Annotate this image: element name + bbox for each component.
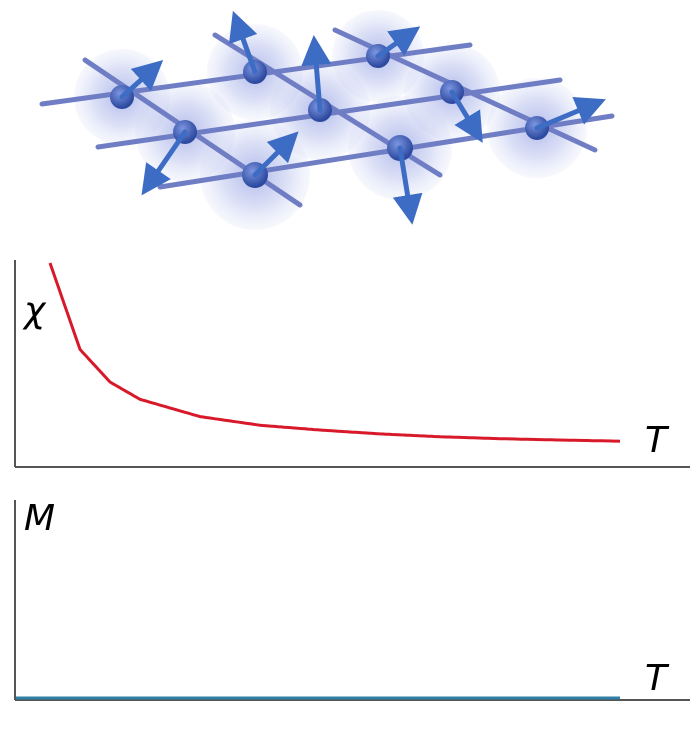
chi-curve: [48, 262, 621, 443]
magnetization-plot: M T: [0, 495, 698, 710]
susceptibility-plot: χ T: [0, 255, 698, 475]
magnetization-chart: [14, 500, 690, 701]
spin-arrows: [119, 10, 606, 225]
m-y-label: M: [24, 498, 56, 539]
m-x-label: T: [645, 658, 667, 699]
chi-y-label: χ: [24, 290, 46, 331]
chi-x-label: T: [645, 420, 667, 461]
spin-lattice-illustration: [39, 10, 615, 230]
susceptibility-chart: [14, 260, 690, 468]
electron-clouds: [74, 10, 587, 230]
